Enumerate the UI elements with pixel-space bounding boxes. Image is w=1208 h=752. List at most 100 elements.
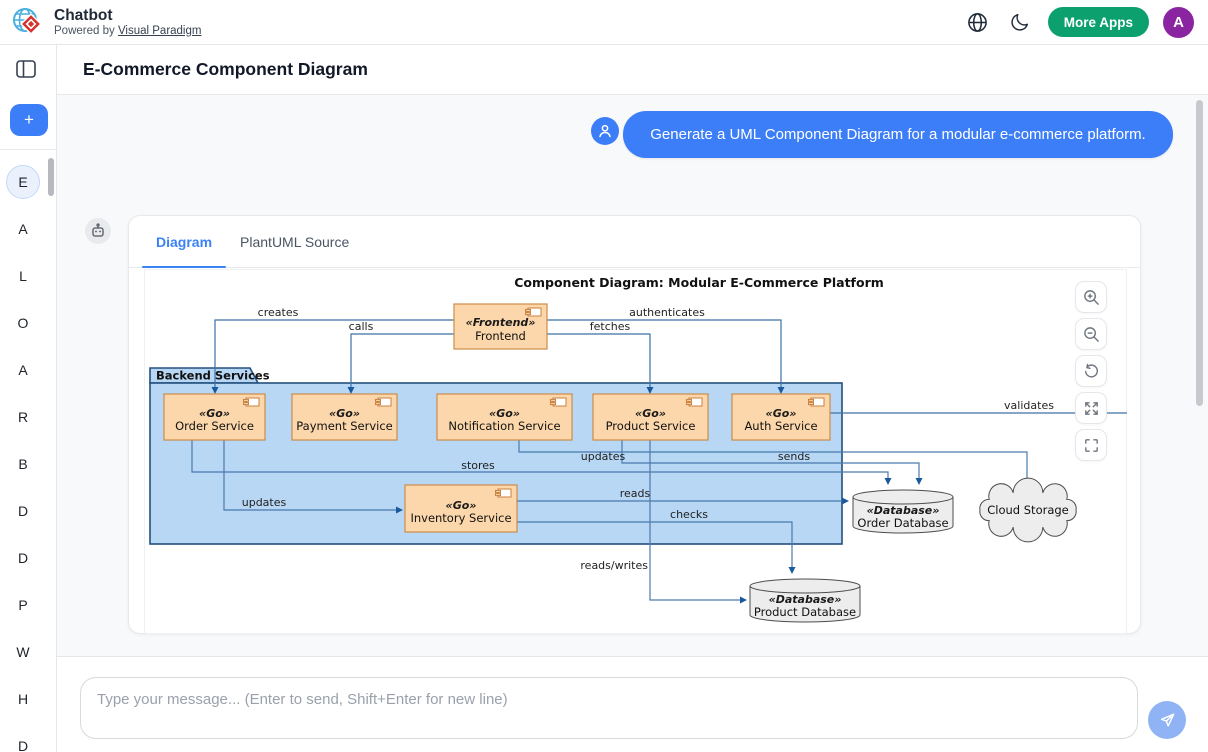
edge-label-authenticates: authenticates [629, 306, 705, 319]
svg-text:«Go»: «Go» [489, 407, 520, 420]
language-globe-button[interactable] [964, 8, 992, 36]
app-title: Chatbot [54, 6, 113, 24]
component-product-service: «Go» Product Service [592, 393, 709, 441]
diagram-canvas[interactable]: Component Diagram: Modular E-Commerce Pl… [144, 269, 1127, 634]
conversation-letter: D [17, 549, 29, 566]
edge-label-sends: sends [778, 450, 810, 463]
zoom-out-icon [1083, 326, 1099, 342]
edge-label-updates-inventory: updates [242, 496, 287, 509]
new-chat-button[interactable]: + [10, 104, 48, 136]
visual-paradigm-link[interactable]: Visual Paradigm [117, 24, 202, 37]
tab-diagram[interactable]: Diagram [142, 216, 227, 268]
svg-text:Order Service: Order Service [175, 419, 254, 433]
component-notification-service: «Go» Notification Service [436, 393, 573, 441]
edge-label-updates: updates [581, 450, 626, 463]
conversation-letter: P [18, 596, 28, 613]
diagram-title: Component Diagram: Modular E-Commerce Pl… [514, 275, 884, 290]
conversation-letter: B [18, 455, 28, 472]
user-message-bubble: Generate a UML Component Diagram for a m… [623, 111, 1173, 158]
fullscreen-icon [1084, 438, 1098, 452]
edge-label-creates: creates [258, 306, 299, 319]
svg-text:«Database»: «Database» [769, 593, 842, 606]
conversation-item[interactable]: D [0, 534, 46, 581]
conversation-letter: W [16, 643, 30, 660]
send-plane-icon [1160, 713, 1175, 727]
diagram-card: Diagram PlantUML Source Component Diagra… [128, 215, 1141, 634]
svg-text:Product Service: Product Service [606, 419, 696, 433]
reset-icon [1084, 363, 1098, 378]
sidebar: + E A L O A R B D D P W H D [0, 45, 57, 752]
sidebar-toggle-button[interactable] [14, 59, 38, 81]
conversation-item[interactable]: B [0, 440, 46, 487]
globe-icon [968, 12, 988, 32]
conversation-item[interactable]: H [0, 675, 46, 722]
message-input[interactable] [80, 677, 1138, 739]
database-product: «Database» Product Database [749, 578, 861, 623]
svg-text:Payment Service: Payment Service [296, 419, 393, 433]
component-auth-service: «Go» Auth Service [731, 393, 831, 441]
svg-text:«Go»: «Go» [329, 407, 360, 420]
conversation-item[interactable]: A [0, 205, 46, 252]
tab-plantuml-source[interactable]: PlantUML Source [226, 216, 363, 267]
edge-label-checks: checks [670, 508, 708, 521]
sidebar-scrollbar-thumb[interactable] [48, 158, 54, 196]
cloud-storage: Cloud Storage [979, 477, 1077, 543]
svg-text:«Database»: «Database» [867, 504, 940, 517]
package-label: Backend Services [156, 369, 270, 383]
conversation-letter: E [6, 164, 40, 199]
conversation-item[interactable]: W [0, 628, 46, 675]
zoom-out-button[interactable] [1075, 318, 1107, 350]
reset-view-button[interactable] [1075, 355, 1107, 387]
database-order: «Database» Order Database [852, 489, 954, 534]
svg-text:Inventory Service: Inventory Service [410, 511, 511, 525]
conversation-letter: O [17, 314, 29, 331]
send-button[interactable] [1148, 701, 1186, 739]
svg-text:Cloud Storage: Cloud Storage [987, 503, 1069, 517]
conversation-item[interactable]: A [0, 346, 46, 393]
conversation-item[interactable]: D [0, 487, 46, 534]
conversation-item[interactable]: R [0, 393, 46, 440]
dark-mode-button[interactable] [1006, 8, 1034, 36]
svg-text:«Go»: «Go» [199, 407, 230, 420]
component-payment-service: «Go» Payment Service [291, 393, 398, 441]
conversation-letter: H [17, 690, 29, 707]
component-inventory-service: «Go» Inventory Service [404, 484, 518, 533]
tab-bar: Diagram PlantUML Source [129, 216, 1140, 268]
svg-text:Auth Service: Auth Service [744, 419, 817, 433]
conversation-item[interactable]: D [0, 722, 46, 752]
more-apps-button[interactable]: More Apps [1047, 7, 1149, 37]
zoom-in-icon [1083, 289, 1099, 305]
fullscreen-button[interactable] [1075, 429, 1107, 461]
conversation-letter: L [19, 267, 27, 284]
conversation-item[interactable]: P [0, 581, 46, 628]
svg-text:«Frontend»: «Frontend» [466, 316, 536, 329]
conversation-item[interactable]: L [0, 252, 46, 299]
component-order-service: «Go» Order Service [163, 393, 266, 441]
expand-arrows-icon [1084, 401, 1098, 415]
user-avatar[interactable]: A [1163, 6, 1194, 38]
app-header: Chatbot Powered by Visual Paradigm More … [0, 0, 1208, 45]
conversation-item[interactable]: O [0, 299, 46, 346]
chat-scrollbar-thumb[interactable] [1196, 100, 1203, 406]
diagram-controls [1075, 281, 1107, 461]
component-frontend: «Frontend» Frontend [453, 303, 548, 350]
sidebar-divider [0, 149, 57, 150]
powered-by: Powered by Visual Paradigm [54, 24, 201, 38]
conversation-item[interactable]: E [0, 158, 46, 205]
edge-label-reads: reads [620, 487, 651, 500]
moon-icon [1011, 14, 1028, 31]
zoom-in-button[interactable] [1075, 281, 1107, 313]
svg-text:Notification Service: Notification Service [448, 419, 560, 433]
expand-button[interactable] [1075, 392, 1107, 424]
svg-text:Frontend: Frontend [475, 329, 526, 343]
diagram-edges [191, 319, 1127, 604]
svg-text:Product Database: Product Database [754, 605, 856, 619]
chat-area: Generate a UML Component Diagram for a m… [57, 95, 1208, 656]
message-composer [57, 656, 1208, 752]
visual-paradigm-logo-icon [12, 7, 42, 37]
person-icon [599, 124, 611, 138]
edge-label-fetches: fetches [590, 320, 631, 333]
edge-label-stores: stores [461, 459, 495, 472]
uml-component-diagram: Component Diagram: Modular E-Commerce Pl… [149, 275, 1127, 623]
conversation-letter: A [18, 361, 28, 378]
